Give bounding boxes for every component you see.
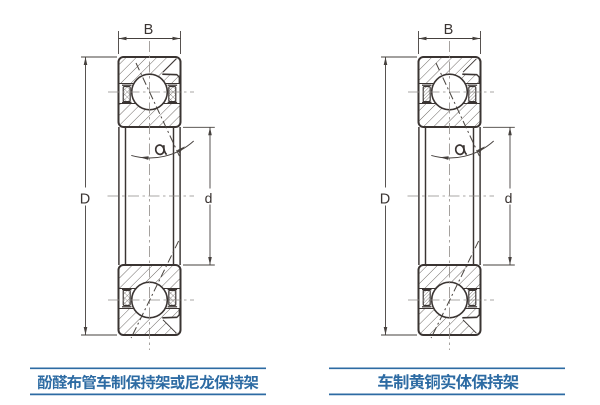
- svg-text:d: d: [205, 190, 213, 206]
- svg-text:d: d: [505, 190, 513, 206]
- svg-text:B: B: [444, 22, 454, 38]
- svg-text:D: D: [80, 192, 90, 208]
- svg-text:D: D: [380, 192, 390, 208]
- svg-text:B: B: [144, 22, 154, 38]
